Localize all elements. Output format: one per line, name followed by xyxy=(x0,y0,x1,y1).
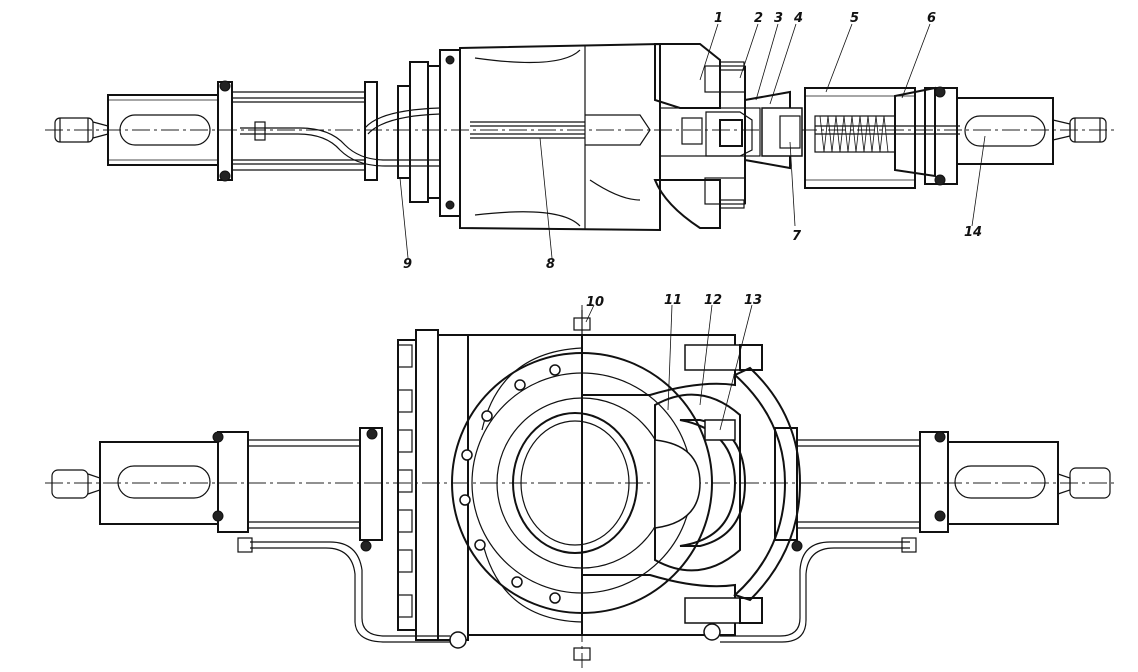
callout-13: 13 xyxy=(744,293,762,308)
left-cylinder-housing xyxy=(107,80,233,182)
top-section-hatch xyxy=(653,43,746,229)
top-left-flange xyxy=(397,49,461,217)
callout-12: 12 xyxy=(704,293,722,308)
bottom-left-flange xyxy=(397,329,469,649)
bottom-left-end-fitting xyxy=(51,431,249,533)
bottom-left-tie-rods xyxy=(248,427,383,541)
top-view xyxy=(45,42,1118,232)
callout-7: 7 xyxy=(792,229,802,244)
bottom-leaders xyxy=(585,304,753,431)
callout-8: 8 xyxy=(546,257,555,272)
callout-6: 6 xyxy=(927,11,936,26)
callout-10: 10 xyxy=(586,295,604,310)
top-right-end-block xyxy=(894,86,1107,186)
callout-1: 1 xyxy=(714,11,723,26)
bottom-right-cylinder xyxy=(774,427,1111,541)
callout-5: 5 xyxy=(850,11,859,26)
callout-3: 3 xyxy=(774,11,783,26)
bottom-left-pipe xyxy=(237,537,450,643)
callout-11: 11 xyxy=(664,293,682,308)
bottom-right-section xyxy=(581,334,802,641)
top-spring-cylinder xyxy=(804,87,960,189)
callout-labels: 1 2 3 4 5 6 7 8 9 10 11 12 13 14 xyxy=(403,11,982,310)
callout-14: 14 xyxy=(964,225,982,240)
left-tie-rods xyxy=(232,81,378,181)
bottom-right-pipe xyxy=(720,537,917,643)
top-main-body xyxy=(459,42,661,232)
callout-4: 4 xyxy=(793,11,803,26)
top-leaders xyxy=(399,23,986,259)
bottom-view xyxy=(45,305,1118,668)
left-end-fitting xyxy=(54,117,109,143)
top-seal-area xyxy=(659,90,803,170)
bottom-stem xyxy=(573,310,591,661)
callout-9: 9 xyxy=(403,257,412,272)
callout-2: 2 xyxy=(754,11,763,26)
